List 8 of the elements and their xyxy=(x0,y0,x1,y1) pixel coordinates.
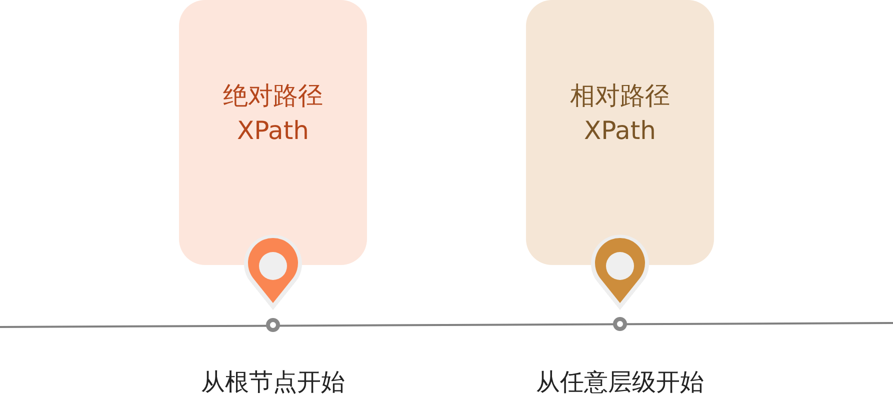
card-subtitle: XPath xyxy=(584,114,656,146)
label-card xyxy=(179,0,367,265)
card-subtitle: XPath xyxy=(236,114,310,146)
timeline-caption: 从任意层级开始 xyxy=(536,367,704,398)
label-card xyxy=(526,0,714,265)
card-title: 相对路径 xyxy=(570,80,670,112)
card-title: 绝对路径 xyxy=(223,80,323,112)
timeline-caption: 从根节点开始 xyxy=(201,367,345,398)
